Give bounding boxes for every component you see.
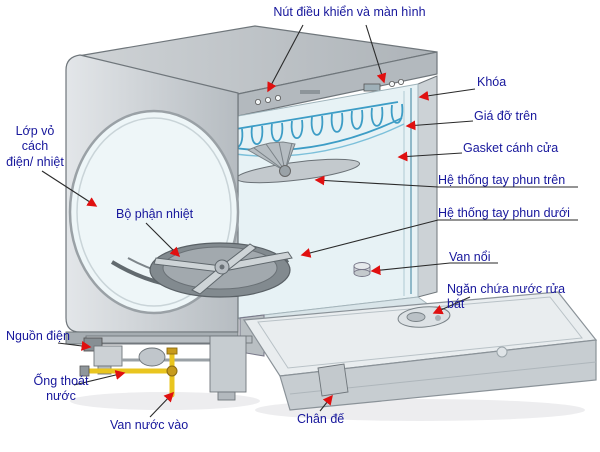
door-support-leg bbox=[317, 363, 349, 397]
leader-heater bbox=[145, 222, 181, 258]
door-vent bbox=[496, 346, 508, 358]
label-lower-spray-arm: Hệ thống tay phun dưới bbox=[438, 206, 570, 220]
control-button bbox=[388, 81, 395, 88]
door-front-edge bbox=[279, 339, 597, 411]
label-drain-pipe: Ống thoát nước bbox=[33, 374, 89, 404]
label-upper-rack: Giá đỡ trên bbox=[474, 109, 538, 123]
leader-insulation bbox=[41, 170, 98, 207]
leader-base bbox=[319, 394, 333, 412]
label-controls: Nút điều khiển và màn hình bbox=[273, 5, 426, 19]
leader-detergent bbox=[432, 296, 471, 315]
label-heating-element: Bộ phận nhiệt bbox=[116, 207, 194, 221]
pump-motor bbox=[138, 347, 166, 367]
leader-controls-left bbox=[267, 24, 304, 93]
leader-lower-spray bbox=[300, 219, 578, 258]
leader-float-valve bbox=[370, 262, 498, 276]
brand-plate bbox=[300, 90, 320, 94]
label-float-valve: Van nổi bbox=[449, 250, 491, 264]
leader-lines bbox=[41, 24, 578, 418]
leader-drain bbox=[73, 370, 126, 386]
label-water-inlet-valve: Van nước vào bbox=[110, 418, 189, 432]
door bbox=[239, 291, 598, 411]
display-window bbox=[363, 83, 381, 92]
float-valve bbox=[353, 262, 371, 277]
leader-inlet bbox=[149, 391, 175, 418]
label-upper-spray-arm: Hệ thống tay phun trên bbox=[438, 173, 566, 187]
water-inlet-valve bbox=[166, 347, 178, 377]
leader-controls-right bbox=[365, 24, 387, 84]
leader-gasket bbox=[397, 151, 463, 162]
control-button bbox=[264, 97, 271, 104]
right-foot bbox=[217, 391, 236, 401]
leader-upper-spray bbox=[314, 175, 578, 188]
label-lock: Khóa bbox=[477, 75, 507, 89]
leader-power bbox=[57, 341, 92, 351]
label-detergent-compartment: Ngăn chứa nước rửa bát bbox=[447, 282, 566, 312]
control-button bbox=[254, 99, 261, 106]
control-button bbox=[397, 79, 404, 86]
control-button bbox=[274, 95, 281, 102]
label-power-source: Nguồn điện bbox=[6, 329, 70, 343]
label-insulation: Lớp vỏ cách điện/ nhiệt bbox=[6, 124, 64, 169]
label-base: Chân đế bbox=[297, 412, 345, 426]
leader-lock bbox=[418, 88, 476, 101]
label-door-gasket: Gasket cánh cửa bbox=[463, 141, 559, 155]
upper-spray-arm bbox=[235, 141, 361, 184]
lower-spray-arm bbox=[149, 242, 293, 298]
left-leg bbox=[93, 345, 123, 367]
right-leg bbox=[209, 335, 247, 393]
base-assembly bbox=[65, 331, 349, 401]
leader-upper-rack bbox=[405, 120, 474, 131]
